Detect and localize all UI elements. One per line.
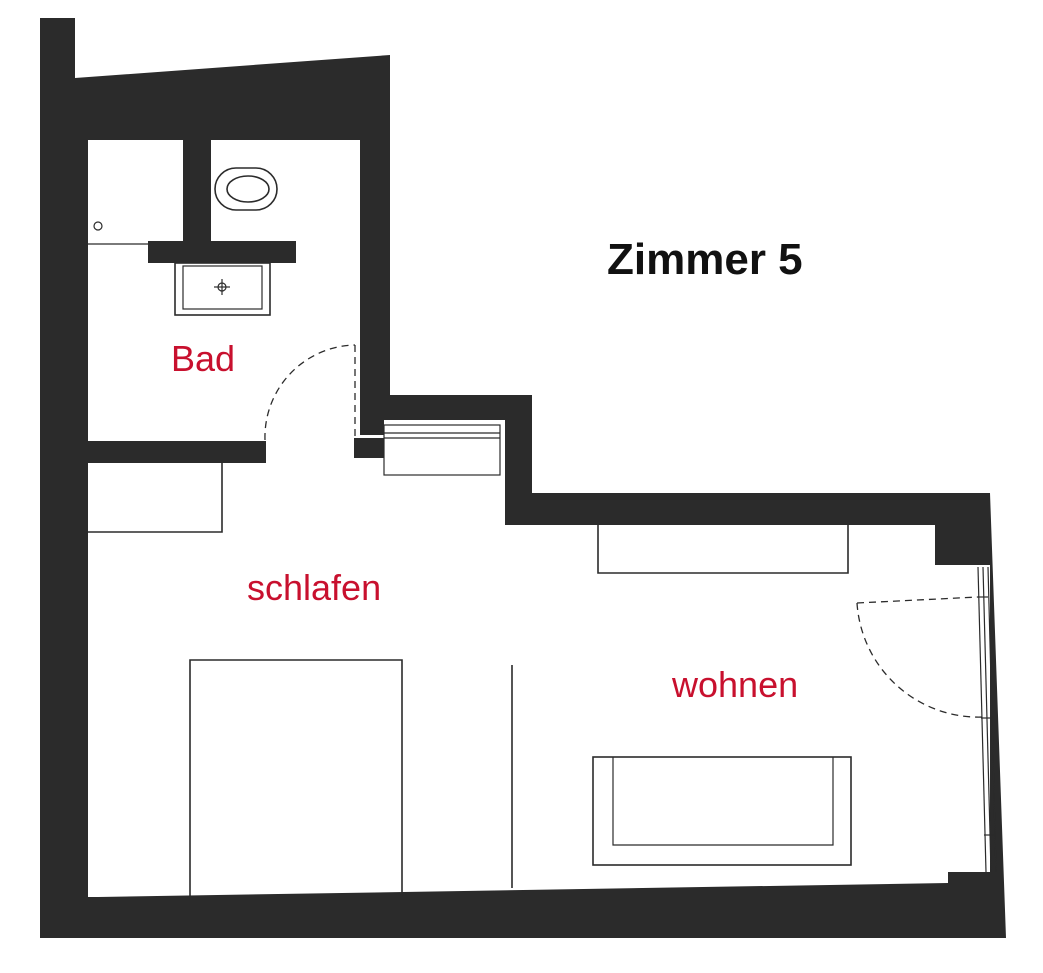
facade-window (977, 566, 997, 873)
bath-partition-shelf (148, 241, 296, 263)
shower-icon (88, 221, 148, 245)
room-label-schlafen: schlafen (247, 567, 381, 608)
door-jamb (354, 438, 384, 458)
window-niche (383, 424, 501, 476)
room-label-wohnen: wohnen (671, 664, 798, 705)
balcony-door-swing (856, 596, 985, 718)
sideboard (597, 525, 849, 574)
outer-wall (40, 18, 1006, 938)
sink-icon (174, 262, 271, 316)
sofa (592, 756, 852, 866)
bath-wall-lower (88, 441, 266, 463)
bath-door-swing (264, 344, 356, 441)
room-label-bad: Bad (171, 338, 235, 379)
toilet-icon (214, 167, 278, 211)
bath-partition-vertical (183, 140, 211, 247)
bed (189, 659, 403, 897)
plan-title: Zimmer 5 (607, 235, 803, 284)
wardrobe (88, 463, 223, 533)
